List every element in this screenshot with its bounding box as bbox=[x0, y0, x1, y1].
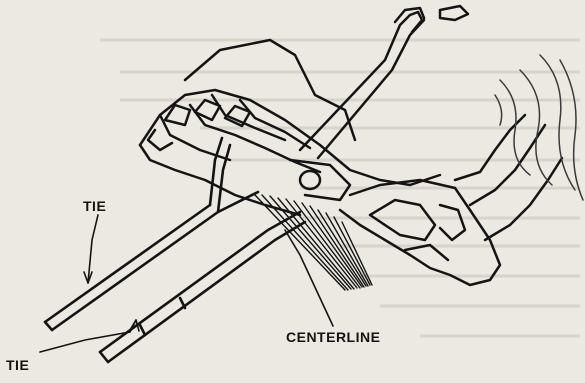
tie-label-top: TIE bbox=[83, 198, 106, 214]
right-mass bbox=[340, 115, 562, 285]
tie-top-leader bbox=[88, 215, 98, 283]
upper-beam bbox=[45, 138, 258, 330]
centerline-label: CENTERLINE bbox=[286, 329, 380, 345]
lower-beam bbox=[100, 212, 305, 362]
centerline-leader bbox=[285, 230, 333, 326]
upper-member bbox=[300, 6, 468, 158]
background-bleed-text bbox=[100, 40, 580, 336]
tie-label-bottom: TIE bbox=[6, 357, 29, 373]
